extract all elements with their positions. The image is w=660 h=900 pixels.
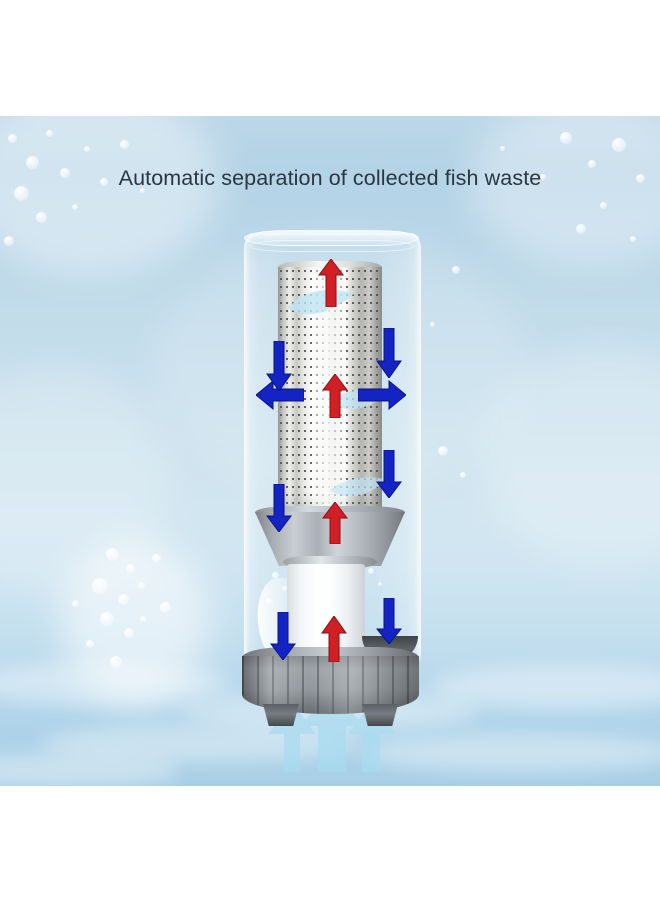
arrow-outflow-left-mid1 [266,341,292,391]
support-foot-right [362,704,398,726]
arrow-intake-center-mid2 [322,502,348,544]
arrow-outflow-left-mid2 [266,484,292,532]
product-photo [0,116,660,786]
canister-inner-rim [249,240,414,252]
arrow-outflow-right-top [358,380,406,410]
arrow-outflow-left-low [270,612,296,660]
arrow-outflow-right-low [376,598,402,644]
support-foot-left [263,704,299,726]
arrow-outflow-right-mid2 [376,450,402,498]
fish-waste-separator-device [0,116,660,786]
arrow-intake-center-top [318,259,344,307]
arrow-intake-center-low [321,616,347,662]
arrow-outflow-right-mid1 [376,328,402,378]
page-caption: Automatic separation of collected fish w… [118,166,542,190]
white-pump-housing [287,564,365,662]
arrow-intake-center-mid1 [322,374,348,418]
